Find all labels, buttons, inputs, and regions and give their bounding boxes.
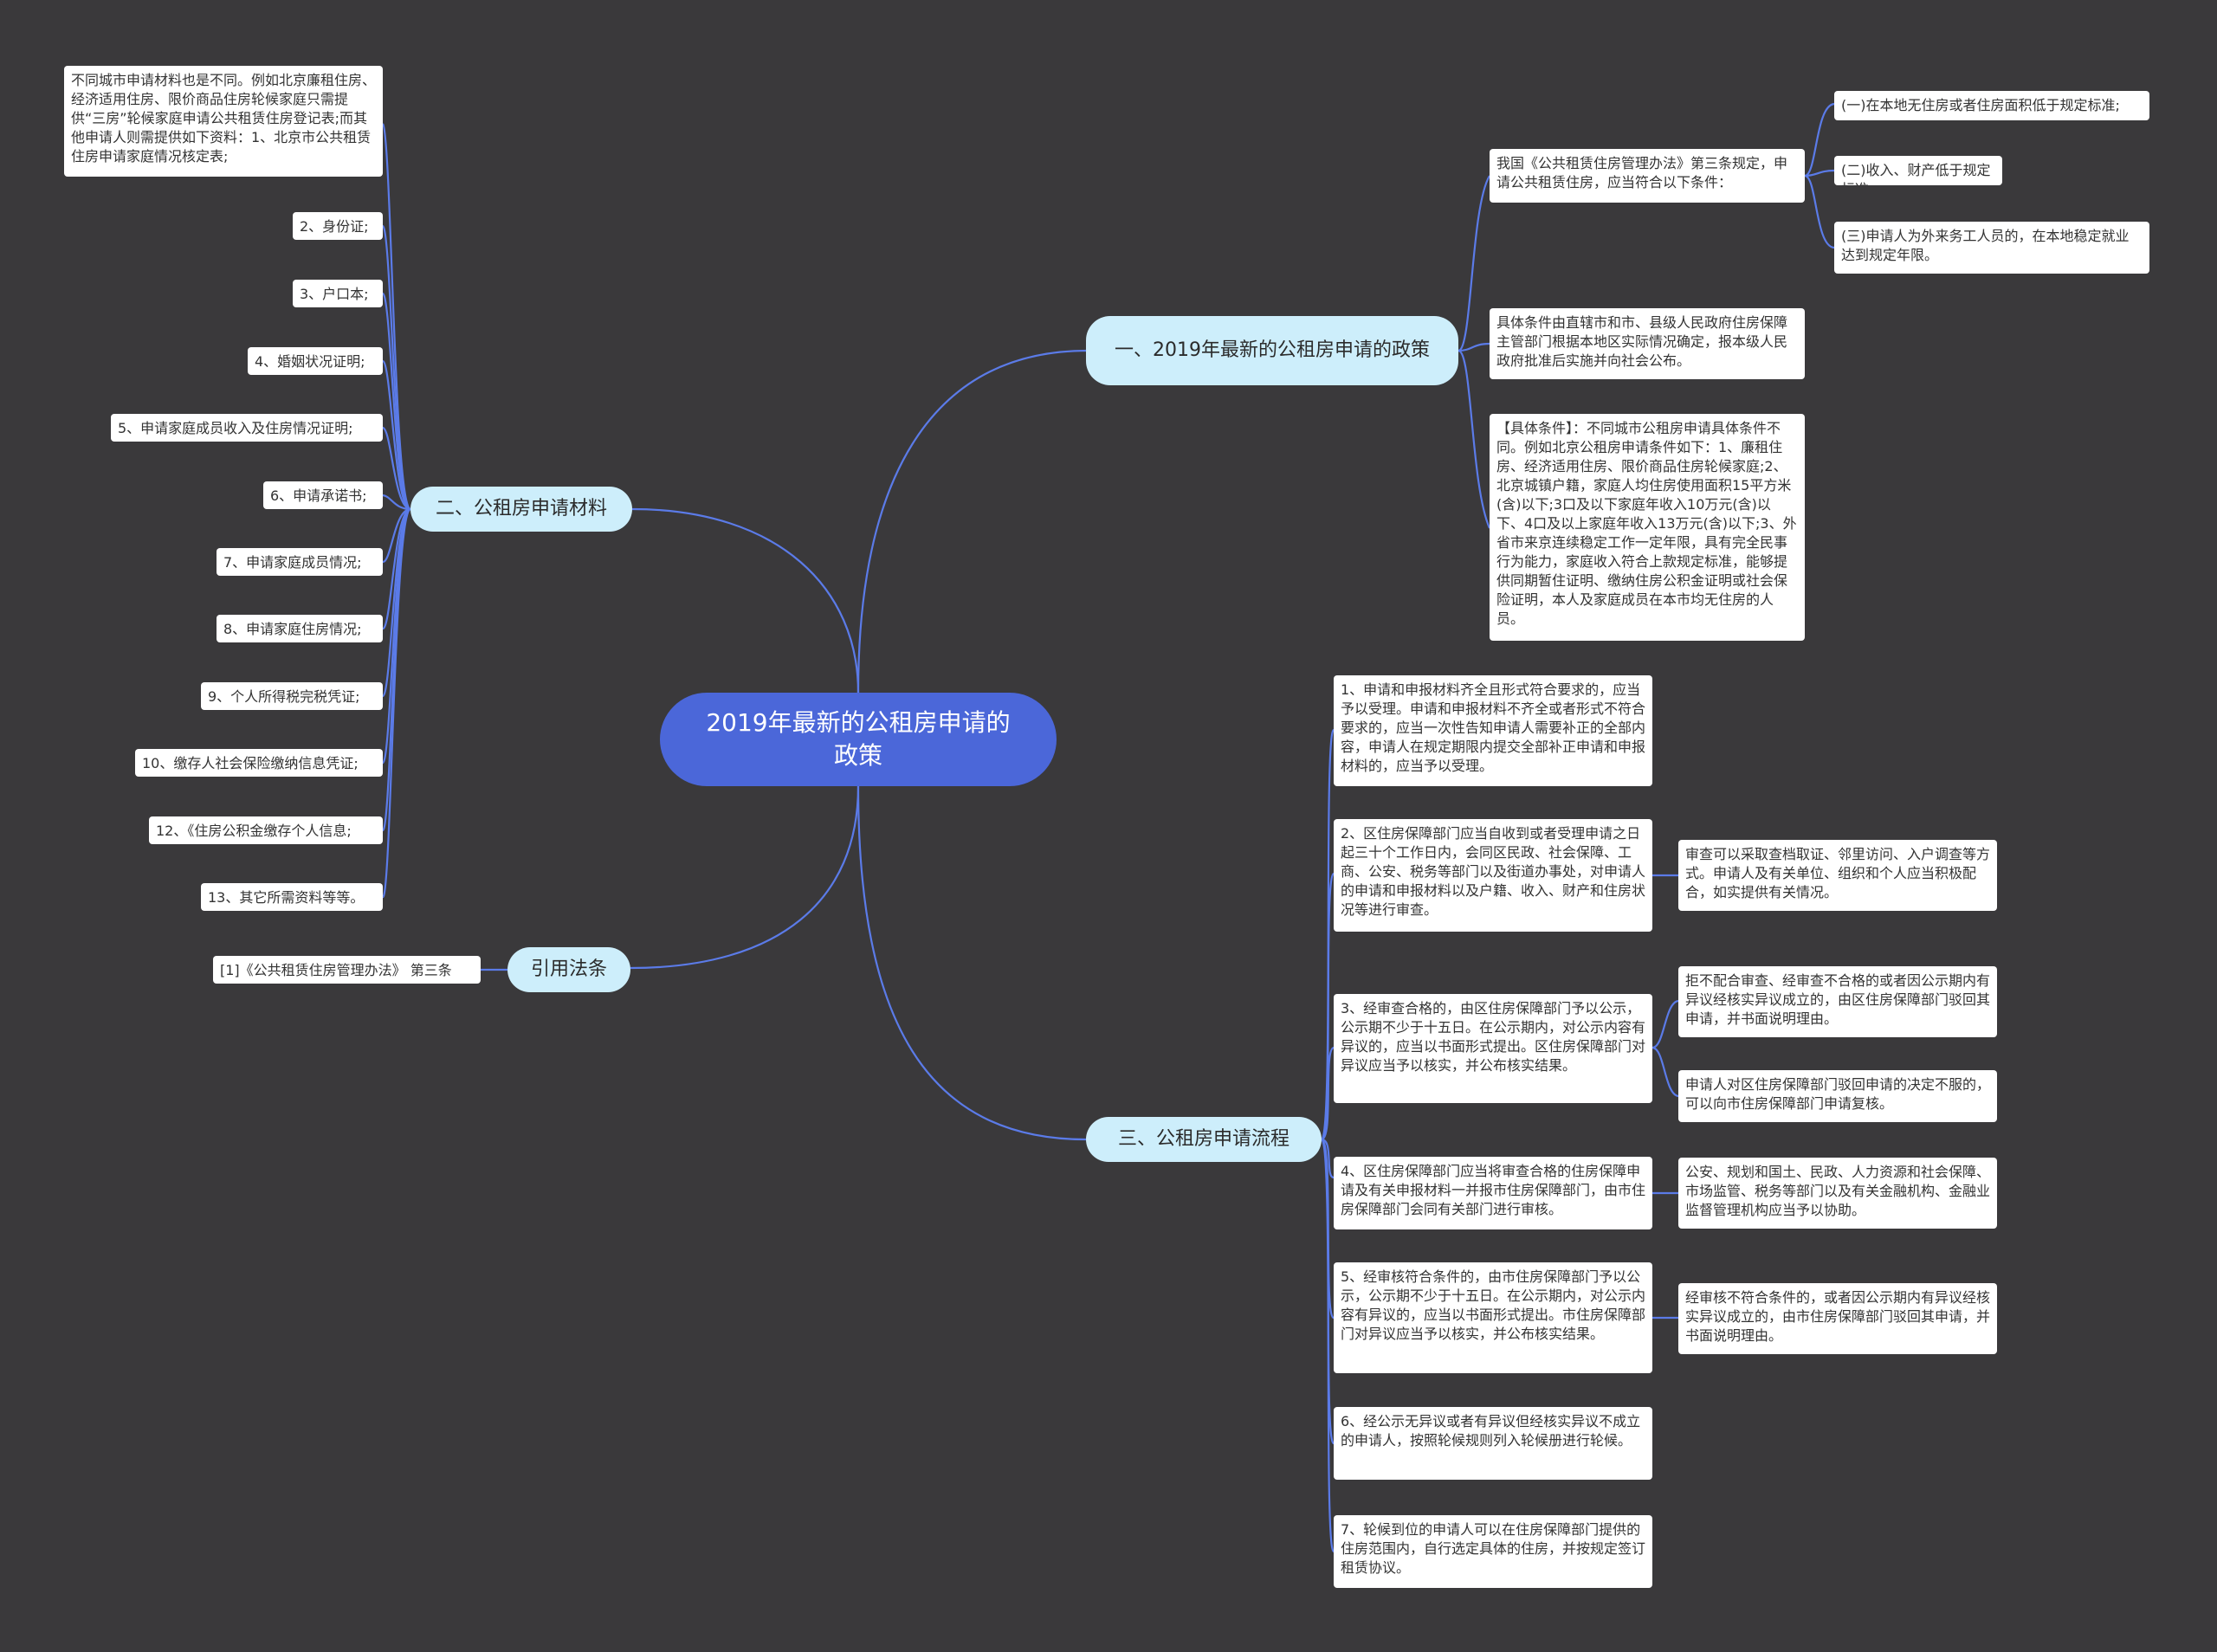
branch-law[interactable]: 引用法条 — [507, 947, 630, 992]
leaf-material-hukou[interactable]: 3、户口本; — [293, 280, 383, 307]
branch-process[interactable]: 三、公租房申请流程 — [1086, 1117, 1322, 1162]
leaf-step-5-detail[interactable]: 经审核不符合条件的，或者因公示期内有异议经核实异议成立的，由市住房保障部门驳回其… — [1678, 1283, 1997, 1354]
leaf-material-intro[interactable]: 不同城市申请材料也是不同。例如北京廉租住房、经济适用住房、限价商品住房轮候家庭只… — [64, 66, 383, 177]
leaf-material-id[interactable]: 2、身份证; — [293, 212, 383, 240]
leaf-condition-3[interactable]: (三)申请人为外来务工人员的，在本地稳定就业达到规定年限。 — [1834, 222, 2149, 274]
leaf-material-tax[interactable]: 9、个人所得税完税凭证; — [201, 682, 383, 710]
leaf-step-2-detail[interactable]: 审查可以采取查档取证、邻里访问、入户调查等方式。申请人及有关单位、组织和个人应当… — [1678, 840, 1997, 911]
leaf-provision[interactable]: 我国《公共租赁住房管理办法》第三条规定，申请公共租赁住房，应当符合以下条件： — [1490, 149, 1805, 203]
leaf-material-income[interactable]: 5、申请家庭成员收入及住房情况证明; — [111, 414, 383, 442]
branch-materials-label: 二、公租房申请材料 — [435, 498, 607, 519]
leaf-step-1[interactable]: 1、申请和申报材料齐全且形式符合要求的，应当予以受理。申请和申报材料不齐全或者形… — [1334, 675, 1652, 786]
leaf-specific-conditions[interactable]: 【具体条件】：不同城市公租房申请具体条件不同。例如北京公租房申请条件如下：1、廉… — [1490, 414, 1805, 641]
leaf-step-6[interactable]: 6、经公示无异议或者有异议但经核实异议不成立的申请人，按照轮候规则列入轮候册进行… — [1334, 1407, 1652, 1480]
leaf-material-marriage[interactable]: 4、婚姻状况证明; — [248, 347, 383, 375]
root-topic[interactable]: 2019年最新的公租房申请的政策 — [660, 693, 1057, 786]
leaf-step-5[interactable]: 5、经审核符合条件的，由市住房保障部门予以公示，公示期不少于十五日。在公示期内，… — [1334, 1262, 1652, 1373]
root-title: 2019年最新的公租房申请的政策 — [706, 708, 1011, 770]
branch-policy[interactable]: 一、2019年最新的公租房申请的政策 — [1086, 316, 1458, 385]
branch-policy-label: 一、2019年最新的公租房申请的政策 — [1115, 339, 1430, 361]
branch-materials[interactable]: 二、公租房申请材料 — [410, 487, 632, 532]
leaf-step-4-detail[interactable]: 公安、规划和国土、民政、人力资源和社会保障、市场监管、税务等部门以及有关金融机构… — [1678, 1158, 1997, 1229]
leaf-material-other[interactable]: 13、其它所需资料等等。 — [201, 883, 383, 911]
leaf-material-insurance[interactable]: 10、缴存人社会保险缴纳信息凭证; — [135, 749, 383, 777]
leaf-material-fund[interactable]: 12、《住房公积金缴存个人信息; — [149, 816, 383, 844]
leaf-step-3-detail-review[interactable]: 申请人对区住房保障部门驳回申请的决定不服的，可以向市住房保障部门申请复核。 — [1678, 1070, 1997, 1122]
leaf-law-reference[interactable]: [1]《公共租赁住房管理办法》 第三条 — [213, 956, 481, 984]
leaf-condition-2[interactable]: (二)收入、财产低于规定标准; — [1834, 156, 2002, 185]
leaf-material-housing[interactable]: 8、申请家庭住房情况; — [217, 615, 383, 642]
leaf-step-3[interactable]: 3、经审查合格的，由区住房保障部门予以公示，公示期不少于十五日。在公示期内，对公… — [1334, 994, 1652, 1103]
leaf-step-3-detail-reject[interactable]: 拒不配合审查、经审查不合格的或者因公示期内有异议经核实异议成立的，由区住房保障部… — [1678, 966, 1997, 1037]
leaf-step-4[interactable]: 4、区住房保障部门应当将审查合格的住房保障申请及有关申报材料一并报市住房保障部门… — [1334, 1157, 1652, 1229]
branch-law-label: 引用法条 — [530, 958, 607, 980]
branch-process-label: 三、公租房申请流程 — [1117, 1128, 1289, 1150]
leaf-condition-1[interactable]: (一)在本地无住房或者住房面积低于规定标准; — [1834, 91, 2149, 120]
leaf-step-2[interactable]: 2、区住房保障部门应当自收到或者受理申请之日起三十个工作日内，会同区民政、社会保… — [1334, 819, 1652, 932]
leaf-step-7[interactable]: 7、轮候到位的申请人可以在住房保障部门提供的住房范围内，自行选定具体的住房，并按… — [1334, 1515, 1652, 1588]
leaf-material-members[interactable]: 7、申请家庭成员情况; — [217, 548, 383, 576]
leaf-local-rules[interactable]: 具体条件由直辖市和市、县级人民政府住房保障主管部门根据本地区实际情况确定，报本级… — [1490, 308, 1805, 379]
leaf-material-pledge[interactable]: 6、申请承诺书; — [263, 481, 383, 509]
